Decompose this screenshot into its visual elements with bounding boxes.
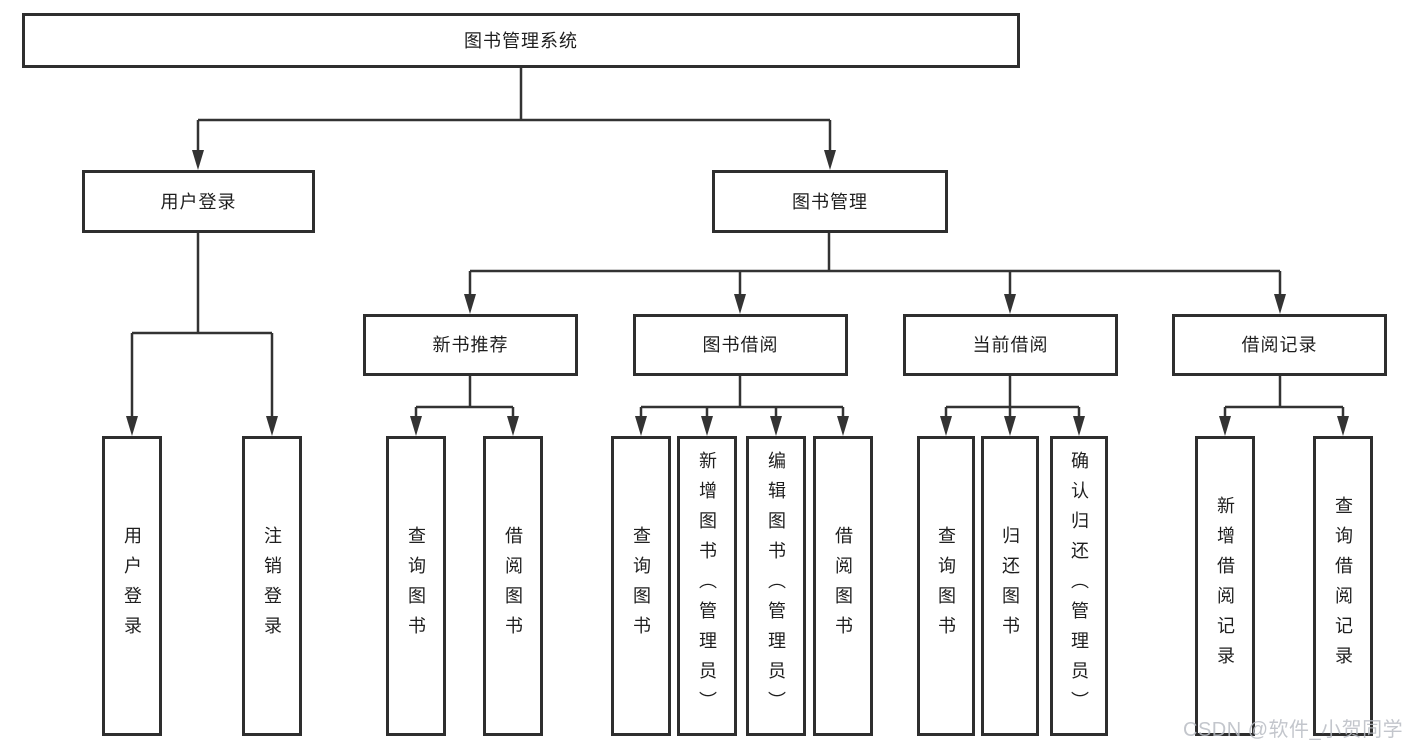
branch-user-login <box>126 233 278 436</box>
branch-book-borrow <box>635 376 849 436</box>
leaf-logout: 注销登录 <box>242 436 302 736</box>
leaf-user-login: 用户登录 <box>102 436 162 736</box>
leaf-add-borrow-record: 新增借阅记录 <box>1195 436 1255 736</box>
node-new-book-rec: 新书推荐 <box>363 314 578 376</box>
branch-borrow-record <box>1219 376 1349 436</box>
branch-new-book-rec <box>410 376 519 436</box>
leaf-query-borrow-record: 查询借阅记录 <box>1313 436 1373 736</box>
leaf-confirm-return-admin: 确认归还（管理员） <box>1050 436 1108 736</box>
leaf-edit-book-admin: 编辑图书（管理员） <box>746 436 806 736</box>
leaf-add-book-admin: 新增图书（管理员） <box>677 436 737 736</box>
branch-root <box>192 68 836 170</box>
leaf-query-book-rec: 查询图书 <box>386 436 446 736</box>
leaf-borrow-book-rec: 借阅图书 <box>483 436 543 736</box>
leaf-query-book-current: 查询图书 <box>917 436 975 736</box>
branch-current-borrow <box>940 376 1085 436</box>
csdn-watermark: CSDN @软件_小贺同学 <box>1183 719 1404 741</box>
node-user-login: 用户登录 <box>82 170 315 233</box>
node-borrow-record: 借阅记录 <box>1172 314 1387 376</box>
node-book-borrow: 图书借阅 <box>633 314 848 376</box>
node-book-mgmt: 图书管理 <box>712 170 948 233</box>
node-current-borrow: 当前借阅 <box>903 314 1118 376</box>
leaf-query-book-borrow: 查询图书 <box>611 436 671 736</box>
leaf-borrow-book-borrow: 借阅图书 <box>813 436 873 736</box>
node-root: 图书管理系统 <box>22 13 1020 68</box>
branch-book-mgmt <box>464 233 1286 314</box>
leaf-return-book: 归还图书 <box>981 436 1039 736</box>
